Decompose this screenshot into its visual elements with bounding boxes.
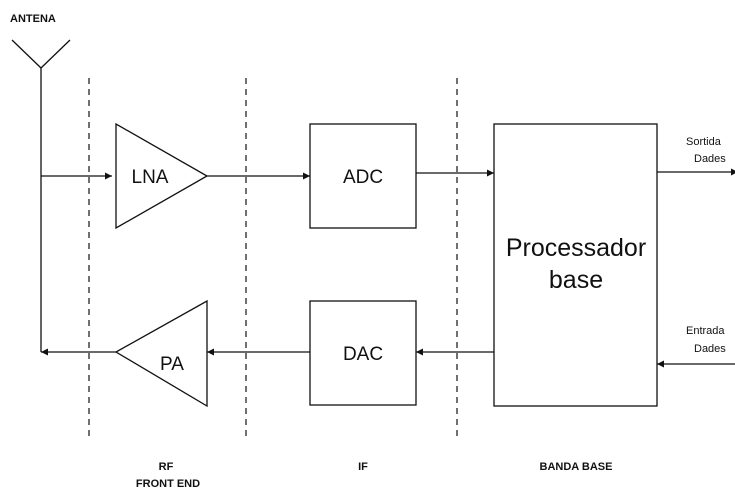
- section-label-rf: RF: [159, 461, 174, 473]
- pa-label: PA: [160, 354, 184, 375]
- section-label-front-end: FRONT END: [136, 478, 200, 490]
- antenna-label: ANTENA: [10, 13, 56, 25]
- lna-amplifier: [115, 122, 209, 230]
- adc-label: ADC: [343, 167, 383, 188]
- lna-label: LNA: [132, 167, 169, 188]
- adc-block: [309, 123, 417, 229]
- output-label-line1: Sortida: [686, 136, 722, 148]
- pa-amplifier: [114, 299, 208, 408]
- processor-label-line2: base: [549, 266, 603, 294]
- processor-label-line1: Processador: [506, 234, 646, 262]
- input-label-line2: Dades: [694, 343, 726, 355]
- dac-block: [309, 300, 417, 406]
- processor-block: [493, 123, 658, 407]
- dac-label: DAC: [343, 344, 383, 365]
- output-label-line2: Dades: [694, 153, 726, 165]
- input-label-line1: Entrada: [686, 325, 725, 337]
- antenna-icon: [11, 39, 71, 352]
- section-label-baseband: BANDA BASE: [540, 461, 613, 473]
- section-label-if: IF: [358, 461, 368, 473]
